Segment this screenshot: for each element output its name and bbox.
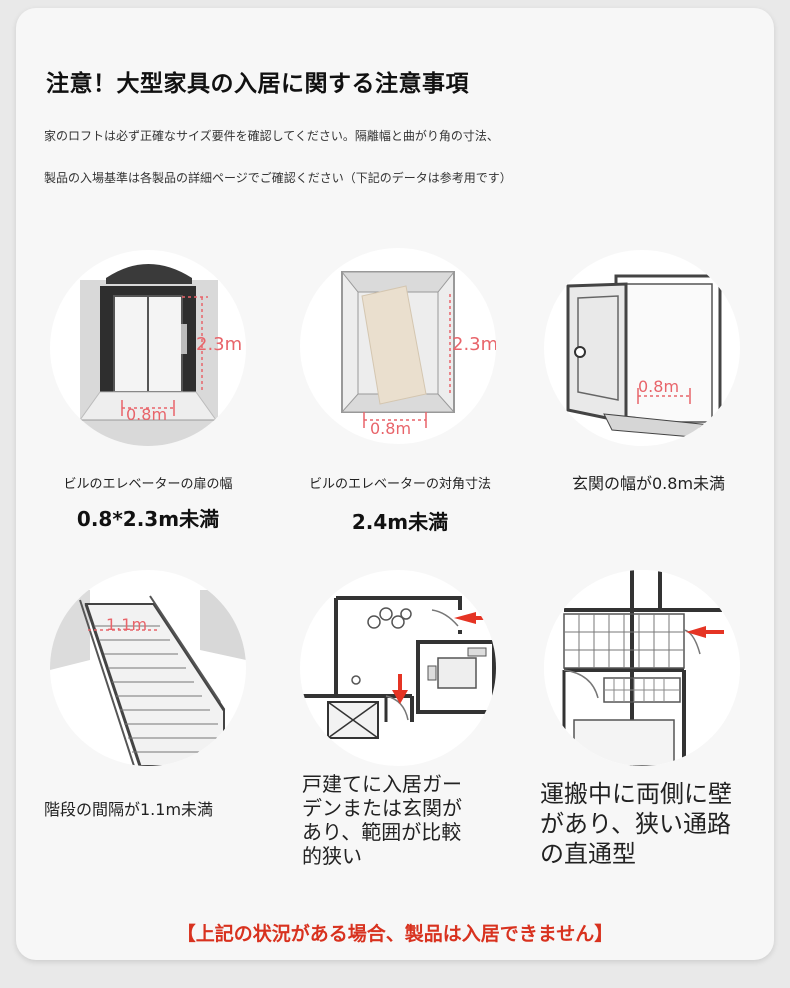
height-dimension-label: 2.3m <box>452 334 496 355</box>
notice-card <box>16 8 774 960</box>
label-line: デンまたは玄関が <box>302 796 462 820</box>
elevator-diagonal-illustration: 2.3m 0.8m <box>300 248 496 444</box>
label-line: 的狭い <box>302 844 362 868</box>
elevator-door-value: 0.8*2.3m未満 <box>76 507 220 531</box>
intro-line-2: 製品の入場基準は各製品の詳細ページでご確認ください（下記のデータは参考用です） <box>44 171 512 185</box>
staircase-illustration: 1.1m <box>50 570 246 766</box>
height-dimension-label: 2.3m <box>196 334 242 355</box>
label-line: の直通型 <box>540 840 636 868</box>
staircase-label: 階段の間隔が1.1m未満 <box>44 800 214 819</box>
elevator-diagonal-label: ビルのエレベーターの対角寸法 <box>308 477 491 492</box>
intro-line-1: 家のロフトは必ず正確なサイズ要件を確認してください。隔離幅と曲がり角の寸法、 <box>44 129 499 143</box>
label-line: 運搬中に両側に壁 <box>540 780 732 808</box>
label-line: があり、狭い通路 <box>540 810 732 838</box>
elevator-door-illustration: 2.3m 0.8m <box>50 250 246 446</box>
label-line: あり、範囲が比較 <box>302 820 462 844</box>
floor-plan-entrance-label: 戸建てに入居ガー デンまたは玄関が あり、範囲が比較 的狭い <box>302 772 462 868</box>
entrance-door-label: 玄関の幅が0.8m未満 <box>572 474 726 493</box>
width-dimension-label: 0.8m <box>638 377 679 396</box>
width-dimension-label: 1.1m <box>106 615 147 634</box>
width-dimension-label: 0.8m <box>126 405 167 424</box>
entrance-door-illustration: 0.8m <box>544 250 740 446</box>
page-title: 注意！大型家具の入居に関する注意事項 <box>46 71 469 97</box>
narrow-corridor-illustration <box>544 570 740 766</box>
floor-plan-entrance-illustration <box>300 570 496 766</box>
elevator-door-label: ビルのエレベーターの扉の幅 <box>63 477 233 492</box>
narrow-corridor-label: 運搬中に両側に壁 があり、狭い通路 の直通型 <box>540 779 732 869</box>
warning-footer: 【上記の状況がある場合、製品は入居できません】 <box>176 923 614 945</box>
width-dimension-label: 0.8m <box>370 419 411 438</box>
label-line: 戸建てに入居ガー <box>302 772 462 796</box>
elevator-diagonal-value: 2.4m未満 <box>351 510 449 534</box>
